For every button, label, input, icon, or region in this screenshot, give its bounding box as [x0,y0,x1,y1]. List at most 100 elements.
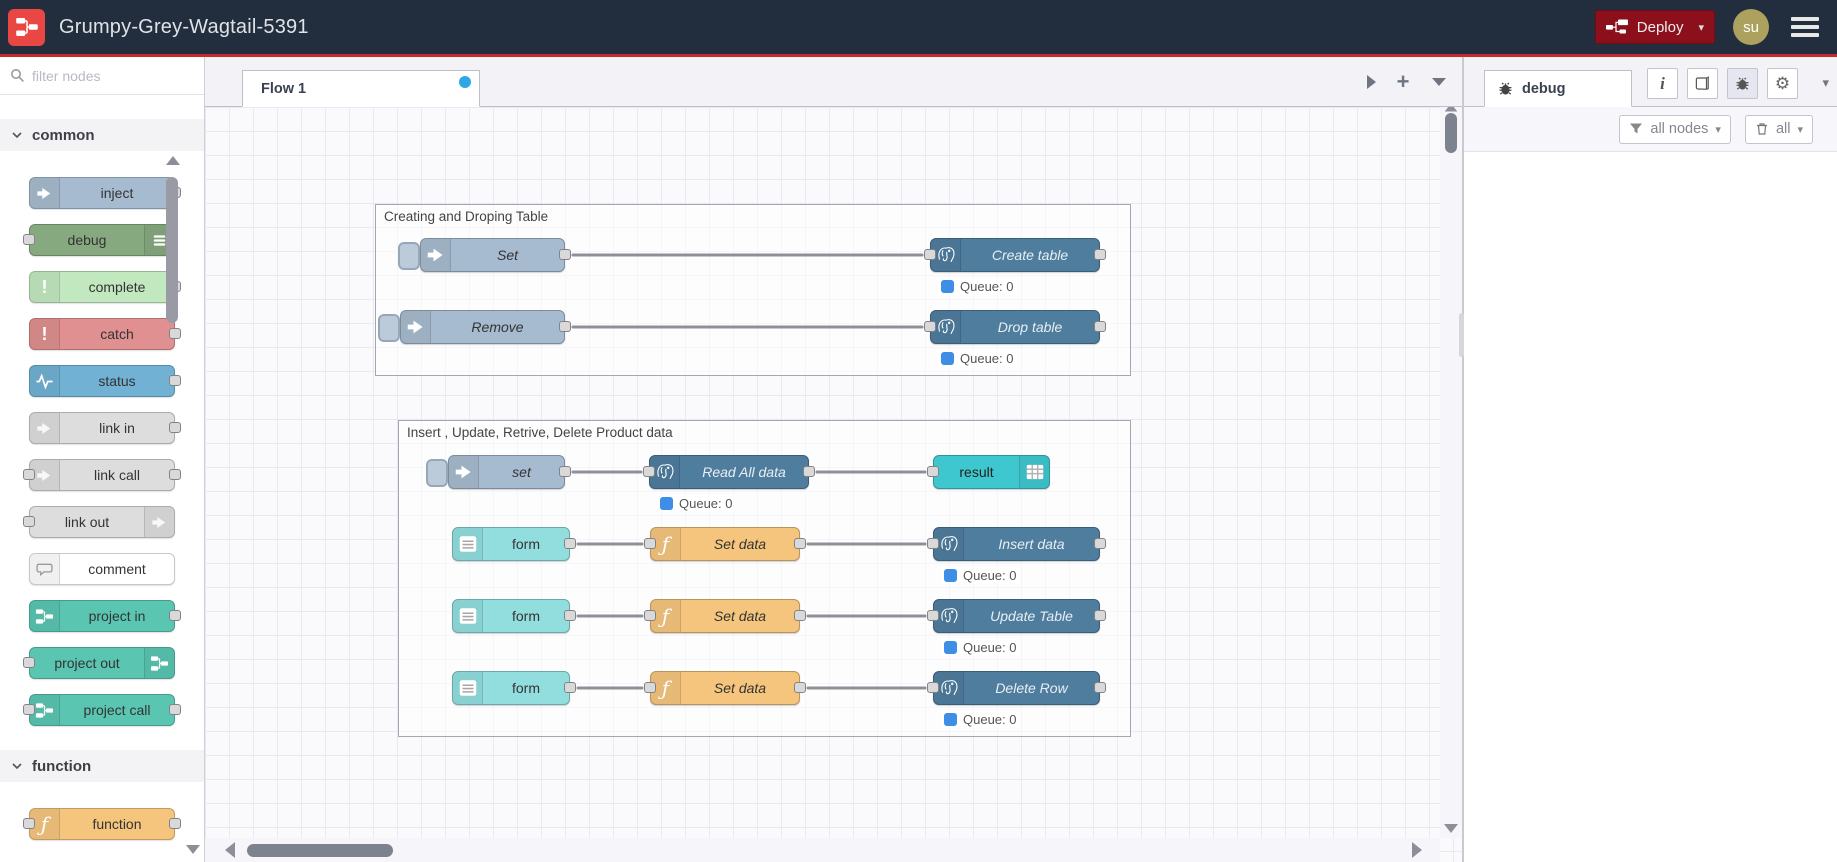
help-tab-button[interactable] [1687,68,1718,99]
output-port[interactable] [564,610,576,621]
output-port[interactable] [169,469,181,480]
palette-item-catch[interactable]: !catch [29,318,181,350]
palette-category-function[interactable]: function [0,750,204,782]
tab-scroll-right-button[interactable] [1358,69,1384,95]
input-port[interactable] [927,610,939,621]
output-port[interactable] [1094,610,1106,621]
user-avatar[interactable]: su [1733,9,1769,45]
deploy-button[interactable]: Deploy ▾ [1594,10,1715,44]
output-port[interactable] [559,466,571,477]
link-icon [30,413,60,443]
flow-node-form[interactable]: form [452,527,576,561]
output-port[interactable] [169,422,181,433]
input-port[interactable] [644,610,656,621]
inject-trigger-button[interactable] [378,314,400,342]
output-port[interactable] [559,321,571,332]
palette-item-status[interactable]: status [29,365,181,397]
palette-item-inject[interactable]: inject [29,177,181,209]
flow-node-remove[interactable]: Remove [378,310,571,344]
queue-status-text: Queue: 0 [963,640,1017,655]
palette-item-complete[interactable]: !complete [29,271,181,303]
output-port[interactable] [169,328,181,339]
palette-category-common[interactable]: common [0,119,204,151]
output-port[interactable] [794,682,806,693]
canvas-horizontal-scrollbar[interactable] [205,838,1440,862]
output-port[interactable] [169,704,181,715]
palette-item-comment[interactable]: comment [29,553,175,585]
output-port[interactable] [1094,321,1106,332]
input-port[interactable] [643,466,655,477]
flow-node-drop-table[interactable]: Drop table [924,310,1106,344]
output-port[interactable] [559,249,571,260]
inject-icon [30,178,60,208]
debug-tab-button[interactable] [1727,68,1758,99]
tab-debug[interactable]: debug [1484,70,1632,107]
palette-item-project-call[interactable]: project call [23,694,181,726]
palette-scrollbar[interactable] [166,156,180,323]
output-port[interactable] [794,538,806,549]
palette-item-link-out[interactable]: link out [23,506,175,538]
input-port[interactable] [23,516,35,527]
flow-node-insert-data[interactable]: Insert data [927,527,1106,561]
flow-node-delete-row[interactable]: Delete Row [927,671,1106,705]
main-menu-button[interactable] [1787,13,1823,41]
palette-item-debug[interactable]: debug [23,224,175,256]
sidebar-resize-handle[interactable] [1459,313,1464,357]
add-flow-button[interactable]: + [1396,69,1410,94]
tab-flow-1[interactable]: Flow 1 [242,70,480,107]
deploy-options-caret[interactable]: ▾ [1698,21,1704,34]
function-icon: ƒ [651,600,681,632]
input-port[interactable] [644,538,656,549]
input-port[interactable] [23,234,35,245]
inject-trigger-button[interactable] [426,459,448,487]
flow-node-set[interactable]: set [426,455,571,489]
debug-filter-button[interactable]: all nodes ▾ [1619,114,1731,144]
flow-list-button[interactable] [1426,69,1452,95]
input-port[interactable] [23,657,35,668]
output-port[interactable] [169,375,181,386]
flow-node-create-table[interactable]: Create table [924,238,1106,272]
flow-node-form[interactable]: form [452,671,576,705]
config-tab-button[interactable]: ⚙ [1767,68,1798,99]
flow-node-set[interactable]: Set [398,238,571,272]
palette-search[interactable] [0,57,204,95]
output-port[interactable] [169,818,181,829]
palette-item-link-in[interactable]: link in [29,412,181,444]
output-port[interactable] [1094,249,1106,260]
inject-trigger-button[interactable] [398,242,420,270]
palette-item-project-in[interactable]: project in [29,600,181,632]
flow-node-read-all-data[interactable]: Read All data [643,455,815,489]
input-port[interactable] [644,682,656,693]
input-port[interactable] [23,704,35,715]
input-port[interactable] [23,818,35,829]
flow-node-form[interactable]: form [452,599,576,633]
input-port[interactable] [927,682,939,693]
output-port[interactable] [1094,538,1106,549]
palette-scroll-down-icon[interactable] [186,845,200,854]
canvas-vertical-scrollbar[interactable] [1440,107,1462,838]
output-port[interactable] [803,466,815,477]
filter-nodes-input[interactable] [32,67,162,84]
info-tab-button[interactable]: i [1647,68,1678,99]
output-port[interactable] [1094,682,1106,693]
flow-node-result[interactable]: result [927,455,1050,489]
input-port[interactable] [23,469,35,480]
output-port[interactable] [564,682,576,693]
flow-node-update-table[interactable]: Update Table [927,599,1106,633]
input-port[interactable] [927,466,939,477]
output-port[interactable] [794,610,806,621]
sidebar-options-caret[interactable]: ▾ [1822,75,1829,90]
input-port[interactable] [927,538,939,549]
output-port[interactable] [169,610,181,621]
input-port[interactable] [924,321,936,332]
input-port[interactable] [924,249,936,260]
palette-item-project-out[interactable]: project out [23,647,175,679]
output-port[interactable] [564,538,576,549]
debug-clear-button[interactable]: all ▾ [1744,114,1813,144]
palette-item-link-call[interactable]: link call [23,459,181,491]
